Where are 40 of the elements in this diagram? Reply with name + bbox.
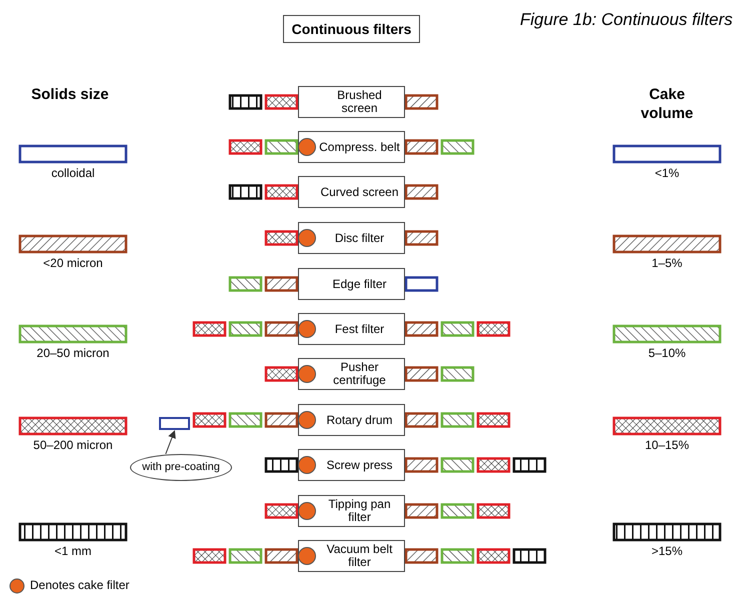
legend-label: >15% xyxy=(650,544,684,558)
filter-box xyxy=(298,222,405,254)
filter-box xyxy=(298,404,405,436)
legend-label: <20 micron xyxy=(42,256,104,270)
filter-box xyxy=(298,540,405,572)
filter-box xyxy=(298,86,405,118)
column-heading: Solids size xyxy=(30,86,110,105)
node-text: Disc filter xyxy=(334,232,384,244)
bar-swatch xyxy=(159,417,190,430)
legend-label: 20–50 micron xyxy=(36,346,110,360)
legend-label: 50–200 micron xyxy=(32,438,114,452)
node-text: Tipping pan filter xyxy=(327,498,392,524)
node-text: with pre-coating xyxy=(142,462,220,474)
node-text: Brushed screen xyxy=(336,89,383,115)
node-text: Fest filter xyxy=(334,322,384,336)
node-text: Screw press xyxy=(326,458,393,472)
filter-box xyxy=(298,449,405,481)
node-text: Rotary drum xyxy=(326,414,393,426)
node-text: Curved screen xyxy=(320,186,399,198)
node-text: Compress. belt xyxy=(319,140,400,154)
legend-label: 10–15% xyxy=(644,438,690,452)
column-heading: Cake volume xyxy=(640,86,694,124)
legend-label: 1–5% xyxy=(650,256,684,270)
legend-label: colloidal xyxy=(50,166,96,180)
filter-box xyxy=(298,313,405,345)
filter-box xyxy=(298,176,405,208)
node-text: Vacuum belt filter xyxy=(326,543,394,569)
node-text: Pusher centrifuge xyxy=(332,361,387,387)
legend-label: <1% xyxy=(654,166,680,180)
title-box: Continuous filters xyxy=(283,15,420,43)
legend-label: 5–10% xyxy=(647,346,687,360)
filter-box xyxy=(298,495,405,527)
filter-box xyxy=(298,131,405,163)
legend-label: Denotes cake filter xyxy=(30,578,130,592)
figure-caption: Figure 1b: Continuous filters xyxy=(520,10,732,30)
legend-label: <1 mm xyxy=(53,544,92,558)
filter-box xyxy=(298,358,405,390)
filter-box xyxy=(298,268,405,300)
leader-line xyxy=(165,430,176,454)
node-text: Edge filter xyxy=(332,278,387,290)
